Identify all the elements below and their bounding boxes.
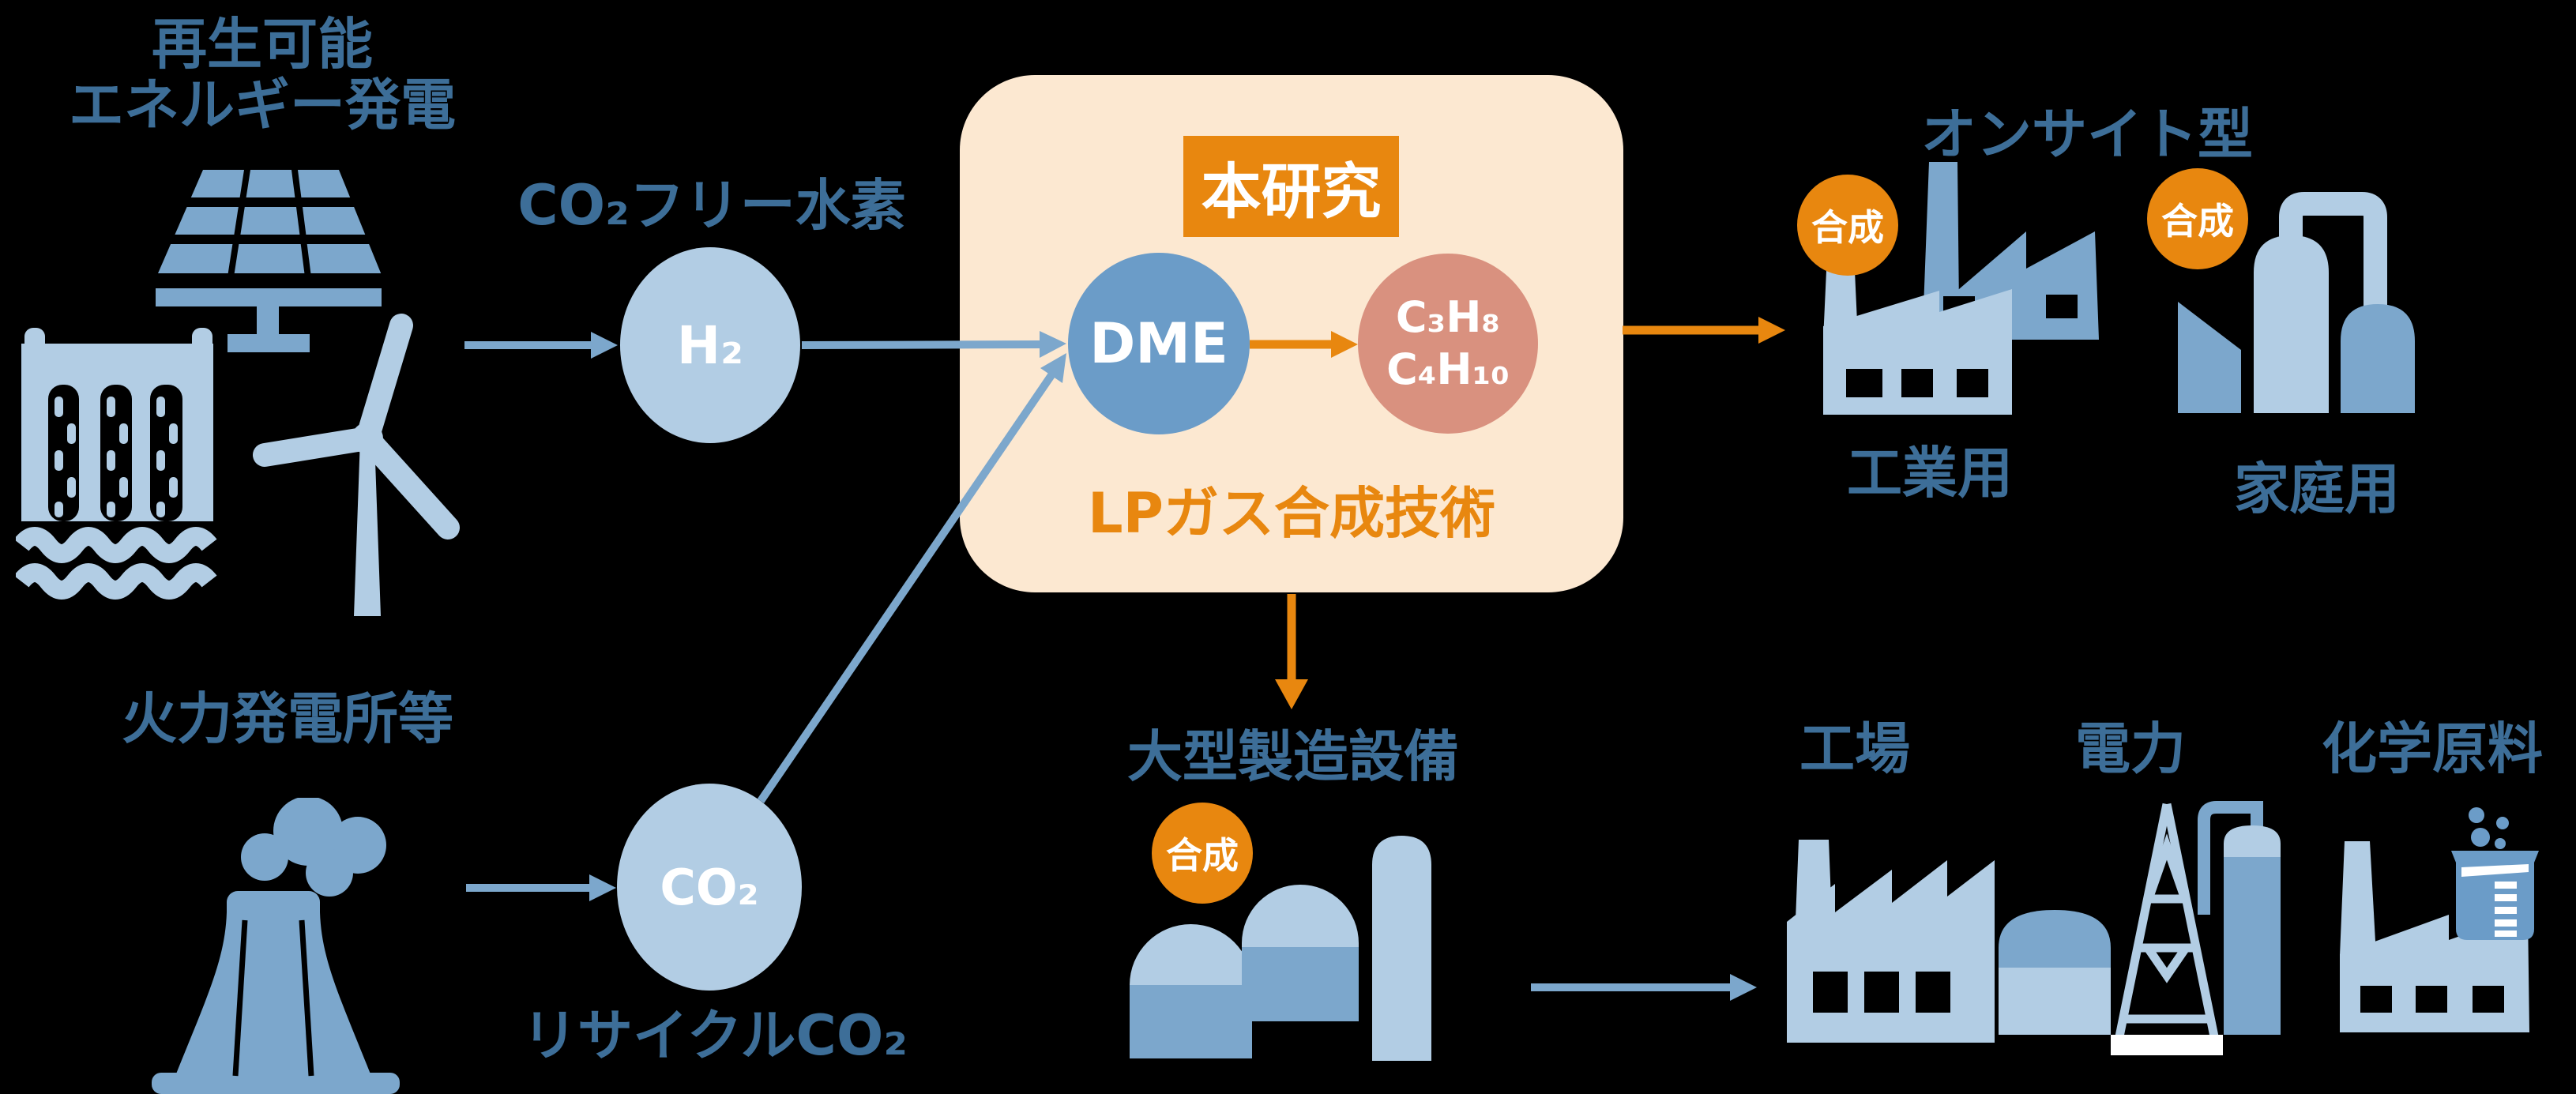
cooling-tower-icon: [152, 798, 400, 1094]
renewable-title-line1: 再生可能: [152, 12, 373, 77]
synthesis-badge-largescale: 合成: [1152, 803, 1253, 904]
power-icon: [1999, 801, 2281, 1055]
research-badge-label: 本研究: [1201, 156, 1382, 227]
co2-free-hydrogen-label: CO₂フリー水素: [517, 173, 906, 238]
lpg-caption: LPガス合成技術: [1088, 481, 1495, 546]
arrow-renewable-to-h2: [464, 332, 618, 359]
dme-node-label: DME: [1089, 311, 1228, 376]
hydro-dam-icon: [16, 328, 217, 600]
recycled-co2-label: リサイクルCO₂: [521, 1003, 908, 1068]
h2-node-label: H₂: [676, 314, 744, 376]
arrow-box-to-onsite: [1623, 317, 1785, 344]
factory-icon: [1787, 840, 1995, 1043]
co2-node-label: CO₂: [660, 858, 759, 916]
arrow-plant-to-factory: [1531, 974, 1757, 1001]
industrial-label: 工業用: [1847, 441, 2013, 506]
synthesis-badge-household-label: 合成: [2161, 200, 2234, 242]
thermal-plant-title: 火力発電所等: [122, 686, 453, 751]
wind-turbine-icon: [253, 314, 460, 616]
renewable-title: 再生可能 エネルギー発電: [69, 14, 456, 136]
largescale-title: 大型製造設備: [1127, 724, 1459, 789]
synthesis-badge-household: 合成: [2147, 168, 2248, 269]
chemical-label: 化学原料: [2322, 716, 2543, 781]
household-plant-icon: [2178, 192, 2415, 413]
product-line2: C₄H₁₀: [1386, 344, 1510, 394]
onsite-title: オンサイト型: [1921, 102, 2253, 167]
renewable-title-line2: エネルギー発電: [69, 73, 456, 137]
h2-node: H₂: [620, 247, 800, 443]
factory-label: 工場: [1799, 716, 1910, 781]
synthesis-badge-industrial: 合成: [1797, 175, 1898, 276]
synthesis-badge-industrial-label: 合成: [1811, 206, 1884, 249]
dme-node: DME: [1068, 253, 1250, 434]
lpg-products-node: C₃H₈ C₄H₁₀: [1358, 254, 1538, 434]
research-badge: 本研究: [1183, 136, 1399, 237]
industrial-factory-icon: [1823, 162, 2099, 415]
product-line1: C₃H₈: [1395, 292, 1501, 343]
co2-node: CO₂: [617, 784, 802, 991]
arrow-thermal-to-co2: [466, 874, 616, 901]
solar-panel-icon: [156, 170, 382, 352]
largescale-plant-icon: [1130, 836, 1431, 1061]
power-label: 電力: [2075, 716, 2186, 781]
arrow-box-to-largescale: [1275, 594, 1308, 709]
synthesis-badge-largescale-label: 合成: [1166, 834, 1239, 877]
household-label: 家庭用: [2234, 457, 2400, 521]
chemical-icon: [2340, 807, 2539, 1032]
